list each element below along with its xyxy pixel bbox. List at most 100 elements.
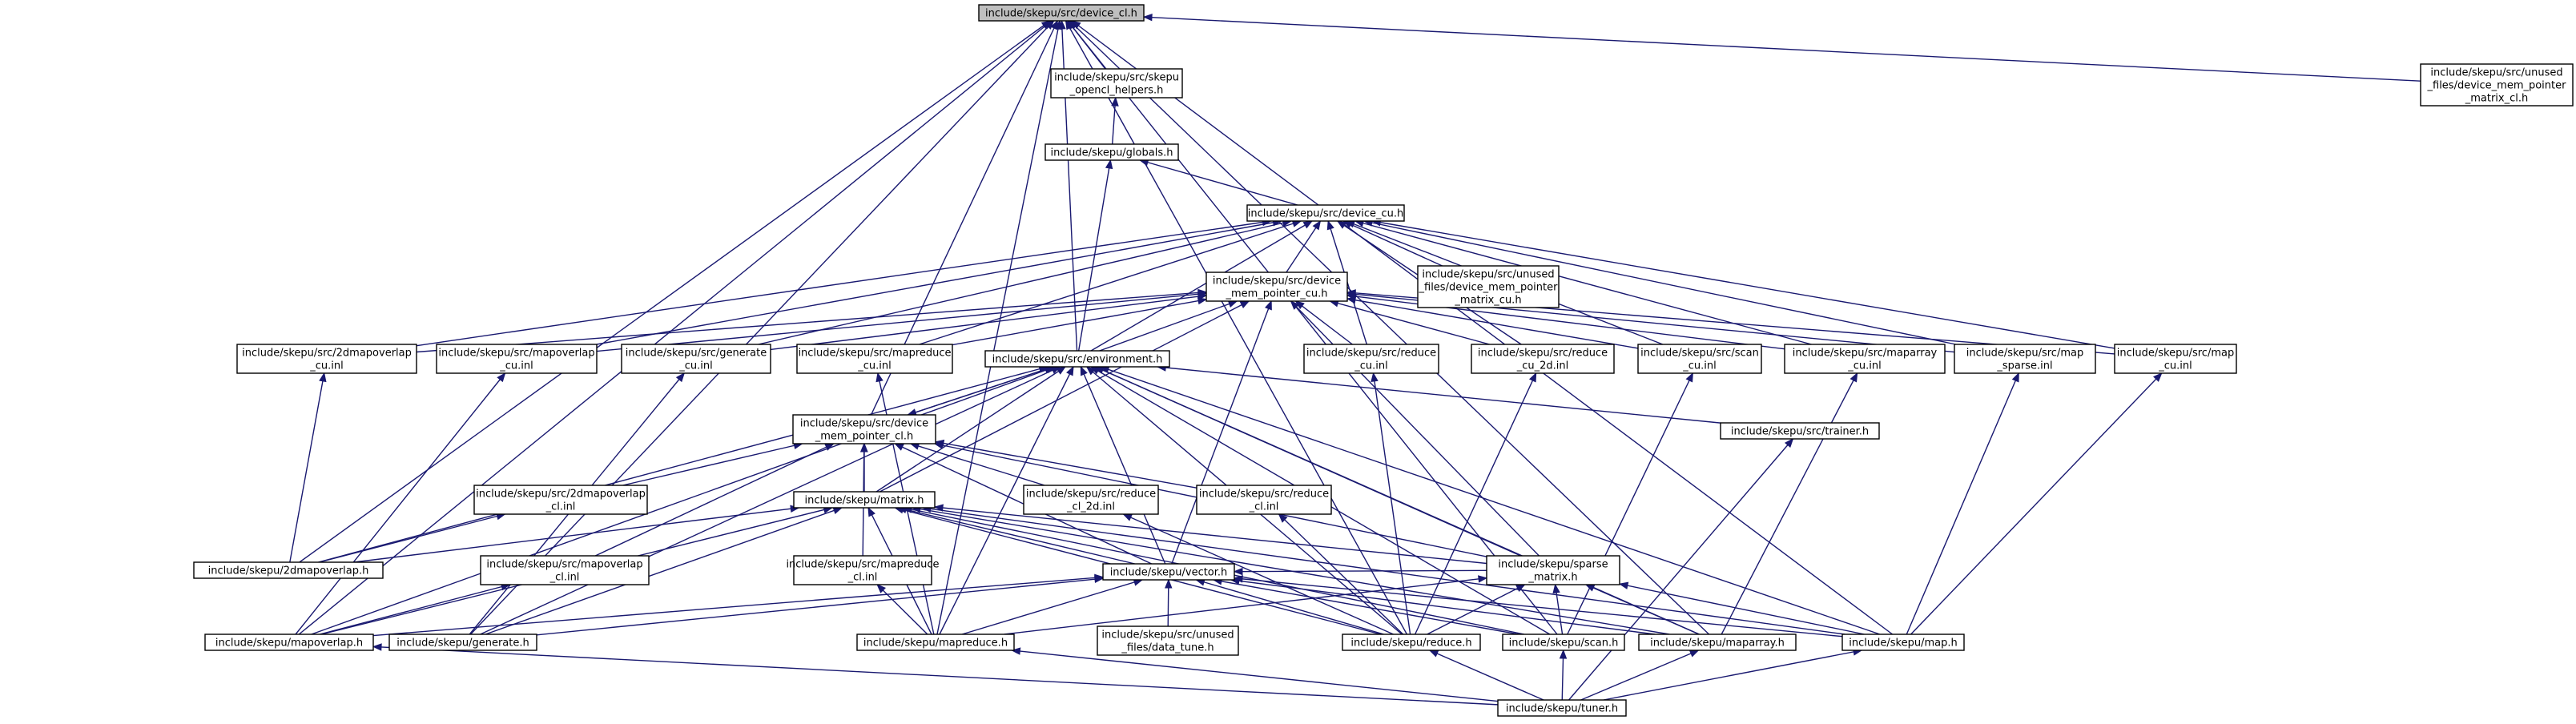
node-label: _cl_2d.inl [1066, 501, 1115, 513]
edge-scan_h-to-scan_cu [1567, 372, 1693, 635]
node-box [1097, 625, 1239, 656]
node-map-cu[interactable]: include/skepu/src/map_cu.inl [2114, 344, 2237, 374]
node-mapoverlap-cl[interactable]: include/skepu/src/mapoverlap_cl.inl [480, 555, 650, 585]
edge-globals-to-opencl_helpers [1111, 96, 1119, 145]
node-label: include/skepu/src/skepu [1054, 72, 1179, 84]
edge-line [1143, 16, 2421, 82]
edge-line [480, 366, 1061, 635]
node-generate-h[interactable]: include/skepu/generate.h [388, 634, 537, 651]
node-environment[interactable]: include/skepu/src/environment.h [984, 350, 1170, 368]
node-box [1637, 344, 1762, 374]
edge-arrowhead [1478, 575, 1488, 583]
node-map-sparse[interactable]: include/skepu/src/map_sparse.inl [1954, 344, 2096, 374]
edge-arrowhead [933, 441, 944, 449]
edge-arrowhead [1584, 584, 1596, 592]
node-mapreduce-cu[interactable]: include/skepu/src/mapreduce_cu.inl [796, 344, 953, 374]
node-opencl-helpers[interactable]: include/skepu/src/skepu_opencl_helpers.h [1050, 68, 1183, 99]
edge-map_h-to-map_sparse [1906, 372, 2019, 635]
edge-line [1099, 300, 1238, 352]
edge-line [961, 579, 1143, 635]
edge-mapoverlap2d_cl-to-device_mem_pointer_cl [622, 441, 803, 486]
node-label: include/skepu/src/mapoverlap [486, 559, 642, 571]
node-tuner[interactable]: include/skepu/tuner.h [1497, 699, 1627, 717]
node-maparray-cu[interactable]: include/skepu/src/maparray_cu.inl [1784, 344, 1946, 374]
edge-device_mem_pointer_cu-to-device_cu [1286, 219, 1322, 273]
edge-line [485, 507, 843, 635]
edge-line [952, 299, 1207, 346]
node-mapoverlap2d-h[interactable]: include/skepu/2dmapoverlap.h [193, 561, 384, 579]
edge-mapoverlap2d_h-to-device_cl [299, 20, 1052, 563]
node-box [1246, 204, 1405, 222]
edge-line [1429, 650, 1544, 701]
edge-arrowhead [1302, 220, 1314, 229]
node-unused-dmp-matrix-cl[interactable]: include/skepu/src/unused_files/device_me… [2420, 63, 2574, 107]
node-box [2114, 344, 2237, 374]
node-map-h[interactable]: include/skepu/map.h [1841, 634, 1965, 651]
node-label: include/skepu/src/unused [1101, 629, 1234, 642]
node-device-cl[interactable]: include/skepu/src/device_cl.h [978, 4, 1145, 22]
node-generate-cu[interactable]: include/skepu/src/generate_cu.inl [621, 344, 771, 374]
node-label: _opencl_helpers.h [1069, 85, 1164, 97]
edge-line [596, 292, 1207, 352]
edge-mapoverlap2d_h-to-mapoverlap2d_cu [289, 372, 327, 563]
node-maparray-h[interactable]: include/skepu/maparray.h [1638, 634, 1797, 651]
node-box [1102, 563, 1235, 581]
node-box [193, 561, 384, 579]
edge-arrowhead [1056, 366, 1067, 375]
node-reduce-cl[interactable]: include/skepu/src/reduce_cl.inl [1196, 485, 1332, 515]
edge-reduce_h-to-reduce_cl [1278, 513, 1404, 635]
edge-line [1414, 372, 1537, 635]
edge-line [1090, 220, 1313, 352]
node-globals[interactable]: include/skepu/globals.h [1044, 143, 1179, 161]
node-unused-data-tune[interactable]: include/skepu/src/unused_files/data_tune… [1097, 625, 1239, 656]
node-device-mem-pointer-cl[interactable]: include/skepu/src/device_mem_pointer_cl.… [792, 414, 936, 444]
edge-arrowhead [1233, 575, 1243, 583]
node-unused-dmp-matrix-cu[interactable]: include/skepu/src/unused_files/device_me… [1417, 265, 1560, 308]
node-label: include/skepu/matrix.h [805, 495, 924, 507]
edge-mapoverlap_cu-to-device_mem_pointer_cu [596, 290, 1208, 352]
node-trainer[interactable]: include/skepu/src/trainer.h [1720, 422, 1880, 440]
node-device-mem-pointer-cu[interactable]: include/skepu/src/device_mem_pointer_cu.… [1205, 272, 1348, 302]
node-label: _matrix_cl.h [2465, 93, 2529, 105]
edge-line [910, 443, 1045, 486]
edge-line [1234, 577, 1843, 638]
node-label: include/skepu/src/mapreduce [786, 559, 939, 571]
node-reduce-h[interactable]: include/skepu/reduce.h [1342, 634, 1481, 651]
node-reduce-cl-2d[interactable]: include/skepu/src/reduce_cl_2d.inl [1023, 485, 1159, 515]
node-mapreduce-cl[interactable]: include/skepu/src/mapreduce_cl.inl [786, 555, 940, 585]
edge-arrowhead [1239, 300, 1250, 309]
edge-line [372, 646, 1499, 706]
node-box [1023, 485, 1159, 515]
node-mapoverlap-h[interactable]: include/skepu/mapoverlap.h [204, 634, 374, 651]
node-reduce-cu[interactable]: include/skepu/src/reduce_cu.inl [1303, 344, 1439, 374]
node-scan-cu[interactable]: include/skepu/src/scan_cu.inl [1637, 344, 1762, 374]
node-label: include/skepu/scan.h [1509, 638, 1619, 650]
node-mapoverlap-cu[interactable]: include/skepu/src/mapoverlap_cu.inl [436, 344, 598, 374]
node-vector[interactable]: include/skepu/vector.h [1102, 563, 1235, 581]
edge-maparray_h-to-maparray_cu [1721, 372, 1858, 635]
edge-line [1012, 650, 1499, 702]
node-reduce-cu-2d[interactable]: include/skepu/src/reduce_cu_2d.inl [1471, 344, 1615, 374]
edge-sparse_matrix-to-device_mem_pointer_cu [1290, 300, 1540, 557]
node-mapreduce-h[interactable]: include/skepu/mapreduce.h [856, 634, 1015, 651]
node-box [1497, 699, 1627, 717]
edge-line [1363, 220, 1956, 345]
node-scan-h[interactable]: include/skepu/scan.h [1502, 634, 1625, 651]
node-label: include/skepu/src/generate [626, 348, 767, 360]
node-label: include/skepu/src/map [2117, 348, 2234, 360]
edge-line [1171, 300, 1272, 565]
edge-line [1286, 220, 1321, 273]
edge-map_h-to-sparse_matrix [1618, 581, 1865, 635]
node-mapoverlap2d-cl[interactable]: include/skepu/src/2dmapoverlap_cl.inl [473, 485, 648, 515]
node-sparse-matrix[interactable]: include/skepu/sparse_matrix.h [1486, 555, 1620, 585]
node-device-cu[interactable]: include/skepu/src/device_cu.h [1246, 204, 1405, 222]
node-label: include/skepu/vector.h [1110, 567, 1228, 579]
node-label: _cl.inl [1249, 501, 1279, 513]
edge-arrowhead [1142, 13, 1153, 22]
edge-generate_h-to-vector [536, 575, 1105, 636]
edge-line [1585, 584, 1700, 635]
node-matrix[interactable]: include/skepu/matrix.h [793, 491, 936, 509]
edge-arrowhead [1227, 300, 1238, 308]
node-label: _mem_pointer_cu.h [1225, 288, 1327, 300]
node-mapoverlap2d-cu[interactable]: include/skepu/src/2dmapoverlap_cu.inl [236, 344, 417, 374]
